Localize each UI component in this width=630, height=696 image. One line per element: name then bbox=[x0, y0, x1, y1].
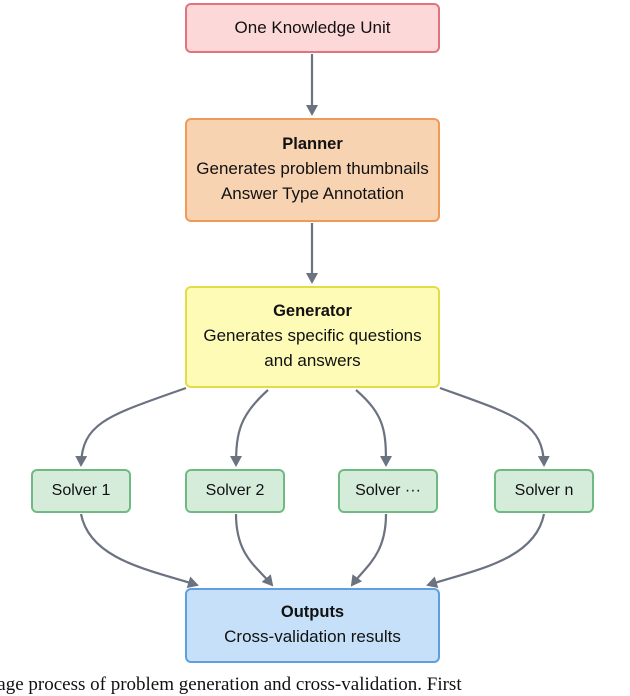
solver-node-3: Solver ··· bbox=[338, 469, 438, 513]
arrow-generator-to-solver-2 bbox=[230, 389, 269, 467]
planner-title: Planner bbox=[282, 135, 343, 154]
solver-2-label: Solver 2 bbox=[205, 482, 265, 500]
figure-caption-fragment: tage process of problem generation and c… bbox=[0, 674, 462, 695]
planner-line-2: Answer Type Annotation bbox=[220, 183, 405, 203]
solver-3-label: Solver ··· bbox=[355, 482, 421, 500]
solver-node-2: Solver 2 bbox=[185, 469, 285, 513]
knowledge-unit-label: One Knowledge Unit bbox=[234, 17, 391, 37]
knowledge-unit-node: One Knowledge Unit bbox=[185, 3, 440, 53]
arrow-generator-to-solver-1 bbox=[75, 386, 187, 467]
generator-node: Generator Generates specific questions a… bbox=[185, 286, 440, 388]
arrow-generator-to-solver-3 bbox=[355, 389, 392, 467]
solver-1-label: Solver 1 bbox=[51, 482, 111, 500]
solver-node-1: Solver 1 bbox=[31, 469, 131, 513]
planner-line-1: Generates problem thumbnails bbox=[196, 159, 429, 179]
outputs-line-1: Cross-validation results bbox=[224, 627, 401, 647]
generator-line-1: Generates specific questions bbox=[203, 326, 422, 346]
generator-line-2: and answers bbox=[264, 350, 361, 370]
planner-node: Planner Generates problem thumbnails Ans… bbox=[185, 118, 440, 222]
arrow-solver-1-to-outputs bbox=[79, 513, 199, 588]
solver-node-4: Solver n bbox=[494, 469, 594, 513]
arrow-solver-4-to-outputs bbox=[426, 513, 546, 588]
arrow-solver-2-to-outputs bbox=[234, 513, 274, 587]
arrow-generator-to-solver-4 bbox=[439, 386, 550, 467]
arrow-solver-3-to-outputs bbox=[350, 513, 388, 587]
outputs-node: Outputs Cross-validation results bbox=[185, 588, 440, 663]
outputs-title: Outputs bbox=[280, 603, 345, 622]
solver-4-label: Solver n bbox=[514, 482, 574, 500]
generator-title: Generator bbox=[273, 302, 352, 321]
